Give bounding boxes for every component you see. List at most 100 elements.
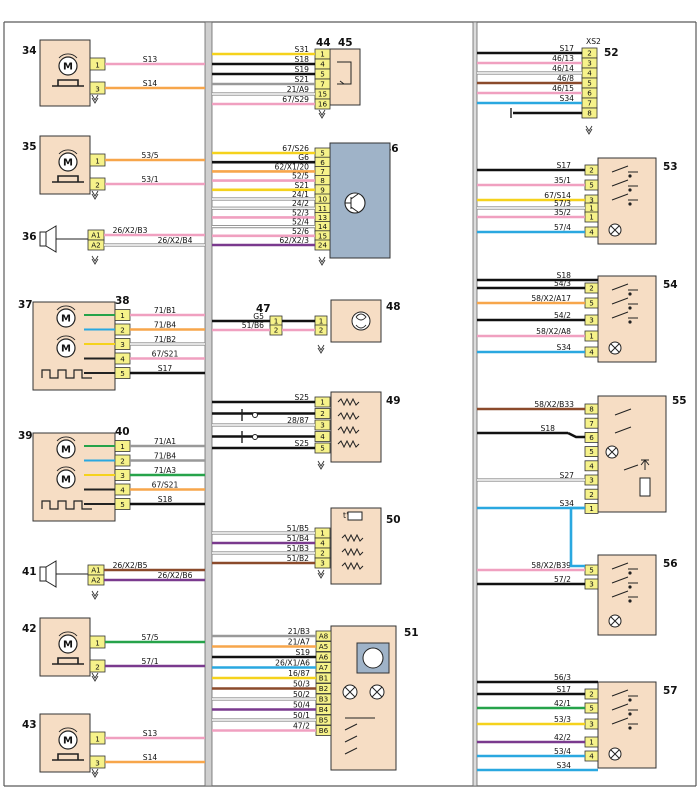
- wire-label: S18: [557, 271, 572, 280]
- pin-label: 14: [318, 222, 328, 231]
- transistor-icon: [362, 647, 384, 669]
- wire-label: 71/B2: [154, 335, 176, 344]
- contact-dot: [628, 174, 632, 178]
- connector-39-pin: 4: [114, 483, 131, 496]
- pin-label: 3: [320, 421, 325, 430]
- component-48-number: 48: [386, 301, 401, 313]
- connector-55-pin: 1: [584, 502, 599, 514]
- wire-label: 26/X2/B4: [158, 236, 193, 245]
- wire-label: S34: [560, 94, 575, 103]
- connector-51-pin: B5: [315, 714, 332, 726]
- connector-51-pin: A6: [315, 651, 332, 663]
- connector-43-pin: 3: [89, 755, 106, 769]
- pin-label: 1: [320, 398, 325, 407]
- position-sensor-icon: [41, 500, 92, 510]
- pin-label: A8: [319, 632, 329, 641]
- component-57-number: 57: [663, 685, 678, 697]
- wire-label: S25: [295, 393, 310, 402]
- connector-52-pin: 6: [581, 87, 598, 99]
- component-35: M: [39, 135, 91, 195]
- connector-49-pin: 4: [314, 431, 331, 442]
- mount-bracket-icon: [52, 753, 84, 761]
- component-49-number: 49: [386, 395, 401, 407]
- pin-label: 2: [589, 490, 594, 499]
- connector-39-pin: 2: [114, 454, 131, 467]
- pin-label: 6: [589, 433, 594, 442]
- connector-55-pin: 3: [584, 474, 599, 486]
- resistor-icon: [341, 547, 364, 557]
- fuse-icon: [347, 511, 363, 521]
- wire-label: S17: [557, 685, 572, 694]
- wire-label: 52/4: [292, 218, 309, 227]
- ground-icon: [317, 344, 325, 354]
- pin-label: 8: [587, 109, 592, 118]
- motor-icon: [58, 634, 78, 654]
- pin-label: 3: [587, 59, 592, 68]
- pin-label: 2: [120, 326, 125, 335]
- component-39-number: 39: [18, 430, 33, 442]
- connector-54-pin: 2: [584, 282, 599, 294]
- ground-icon: [91, 672, 99, 682]
- switch-contact-icon: [611, 297, 638, 305]
- wire-label: S14: [143, 79, 158, 88]
- ground-icon: [91, 94, 99, 104]
- pin-label: 2: [320, 549, 325, 558]
- contact-dot: [628, 292, 632, 296]
- switch-contact-icon: [611, 562, 638, 570]
- wire-label: 53/3: [554, 715, 571, 724]
- pin-label: 1: [95, 735, 100, 744]
- component-51-number: 51: [404, 627, 419, 639]
- connector-53-pin: 5: [584, 179, 599, 191]
- pin-label: 2: [95, 663, 100, 672]
- connector-pin: [584, 488, 599, 500]
- wire-label: 51/B6: [242, 321, 264, 330]
- connector-37-pin: 2: [114, 323, 131, 336]
- wire-label: S17: [158, 364, 173, 373]
- pin-label: 1: [320, 529, 325, 538]
- connector-37-pin: 3: [114, 338, 131, 350]
- component-36-number: 36: [22, 231, 37, 243]
- pin-label: 2: [587, 49, 592, 58]
- pin-label: 6: [587, 89, 592, 98]
- wire-label: 21/B3: [288, 627, 310, 636]
- wire-label: 57/2: [554, 575, 571, 584]
- wire-label: 67/S26: [282, 144, 309, 153]
- connector-42-pin: 2: [89, 659, 106, 673]
- pin-label: B5: [319, 716, 329, 725]
- connector-52-pin: 3: [581, 57, 598, 69]
- connector-34-pin: 1: [89, 57, 106, 71]
- connector-53-pin: 4: [584, 226, 599, 238]
- wire-label: 58/X2/B39: [531, 561, 571, 570]
- connector-57-pin: 1: [584, 736, 599, 748]
- motor-icon-glyph: M: [61, 314, 71, 325]
- pin-label: B6: [319, 726, 329, 735]
- connector-36-pin: A1: [87, 229, 105, 241]
- connector-44-pin: 16: [314, 98, 331, 110]
- wire-label: 54/2: [554, 311, 571, 320]
- pin-label: B4: [319, 705, 329, 714]
- pin-label: 1: [120, 442, 125, 451]
- connector-51-pin: B3: [315, 693, 332, 705]
- connector-36-pin: A2: [87, 239, 105, 251]
- connector-51-pin: B1: [315, 672, 332, 684]
- connector-52-pin: 4: [581, 67, 598, 79]
- pin-label: 3: [589, 476, 594, 485]
- component-50: [330, 507, 382, 585]
- pin-label: 5: [589, 704, 594, 713]
- wire-label: 58/X2/A17: [531, 294, 571, 303]
- position-sensor-icon: [41, 369, 92, 379]
- connector-name: XS2: [586, 37, 601, 46]
- harness-bundle-left: [204, 21, 213, 787]
- switch-icon: [337, 61, 352, 85]
- speaker-icon: [39, 560, 57, 588]
- component-49: [330, 391, 382, 463]
- switch-contact-icon: [611, 590, 638, 598]
- motor-icon-glyph: M: [63, 736, 73, 747]
- pin-label: A2: [91, 241, 101, 250]
- pin-label: 4: [120, 355, 125, 364]
- component-41-number: 41: [22, 566, 37, 578]
- resistor-icon: [337, 411, 360, 421]
- wire-label: 50/2: [293, 690, 310, 699]
- connector-49-pin: 1: [314, 396, 331, 408]
